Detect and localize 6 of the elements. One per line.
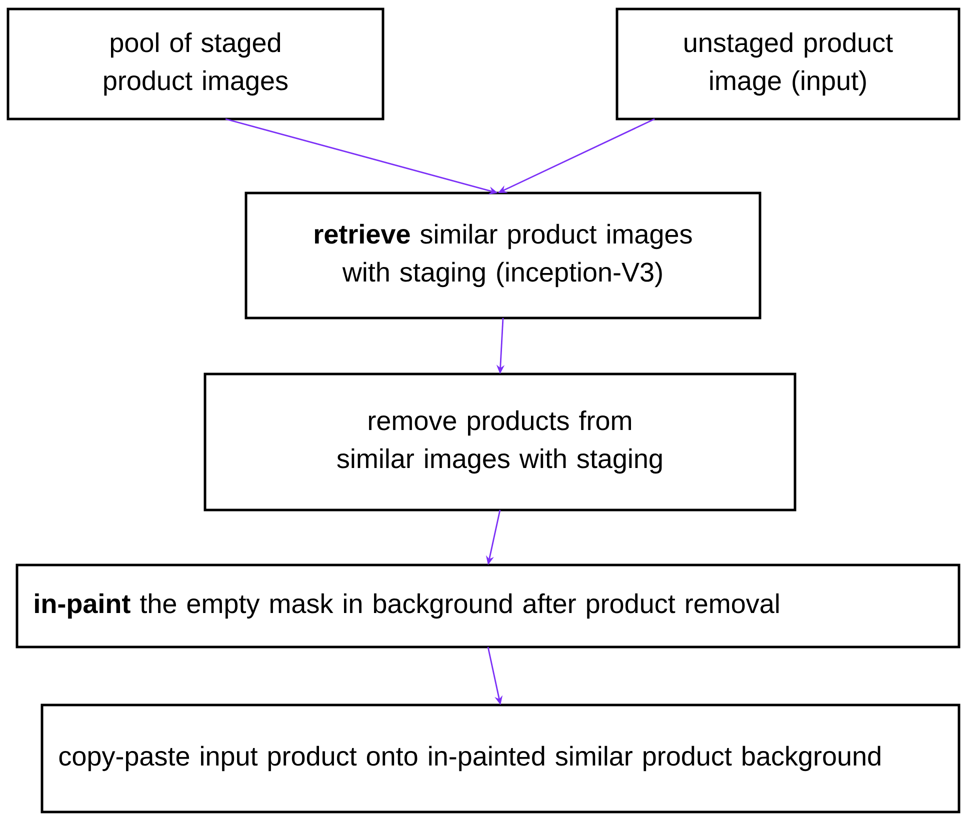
process-box: in-paint the empty mask in background after product removal <box>16 564 960 648</box>
process-box: unstaged product image (input) <box>616 8 960 120</box>
process-box: retrieve similar product images with staging (inception-V3) <box>244 192 762 320</box>
process-box: copy-paste input product onto in-painted similar product background <box>40 704 960 814</box>
process-box: pool of staged product images <box>6 8 384 120</box>
process-box: remove products from similar images with staging <box>204 372 796 512</box>
